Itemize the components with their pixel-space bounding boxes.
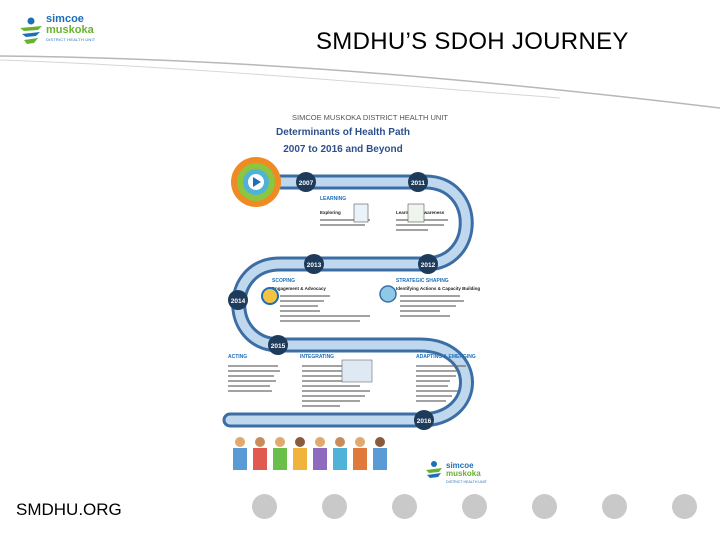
svg-text:2013: 2013 [307, 262, 322, 269]
stage-heading: Exploring [320, 210, 341, 215]
year-marker: 2011 [408, 172, 428, 192]
infographic-org: SIMCOE MUSKOKA DISTRICT HEALTH UNIT [292, 113, 448, 122]
stage-label: LEARNING [320, 196, 346, 202]
stage-label: INTEGRATING [300, 354, 334, 360]
footer-url: SMDHU.ORG [16, 500, 122, 519]
year-marker: 2007 [296, 172, 316, 192]
bottom-logo-muskoka: muskoka [446, 469, 481, 478]
wheel-diagram [379, 285, 397, 303]
year-marker: 2012 [418, 254, 438, 274]
bottom-logo-simcoe: simcoe [446, 461, 474, 470]
inset-image [353, 203, 369, 223]
determinants-path-infographic: SIMCOE MUSKOKA DISTRICT HEALTH UNIT Dete… [220, 108, 510, 490]
decorative-dot [532, 494, 557, 519]
decorative-dot [462, 494, 487, 519]
svg-text:2015: 2015 [271, 343, 286, 350]
decorative-dot [602, 494, 627, 519]
year-marker: 2016 [414, 410, 434, 430]
year-marker: 2015 [268, 335, 288, 355]
slide-title: SMDHU’S SDOH JOURNEY [316, 28, 629, 55]
svg-text:2016: 2016 [417, 418, 432, 425]
year-marker: 2014 [228, 290, 248, 310]
stage-heading: Engagement & Advocacy [272, 286, 326, 291]
stage-heading: Identifying Actions & Capacity Building [396, 286, 480, 291]
decorative-dot [252, 494, 277, 519]
year-marker: 2013 [304, 254, 324, 274]
smdhu-logo: simcoe muskoka DISTRICT HEALTH UNIT [18, 14, 108, 48]
inset-image [407, 203, 425, 223]
decorative-dot [672, 494, 697, 519]
stage-label: STRATEGIC SHAPING [396, 278, 449, 284]
logo-figure-icon [20, 17, 42, 44]
decorative-dots [252, 494, 712, 522]
stage-label: SCOPING [272, 278, 295, 284]
header-divider [0, 55, 720, 109]
bottom-logo-tag: DISTRICT HEALTH UNIT [446, 480, 488, 484]
decorative-dot [322, 494, 347, 519]
play-icon [253, 177, 261, 187]
bottom-logo: simcoe muskoka DISTRICT HEALTH UNIT [426, 461, 488, 484]
stage-label: ACTING [228, 354, 247, 360]
svg-text:2007: 2007 [299, 180, 314, 187]
wheel-diagram [261, 287, 279, 305]
stage-label: ADAPTING & EMERGING [416, 354, 476, 360]
svg-text:2014: 2014 [231, 298, 246, 305]
logo-simcoe: simcoe [46, 13, 84, 25]
infographic-title-2: 2007 to 2016 and Beyond [283, 144, 403, 155]
logo-muskoka: muskoka [46, 24, 94, 36]
inset-image [341, 359, 373, 383]
infographic-title-1: Determinants of Health Path [276, 127, 410, 138]
svg-text:2012: 2012 [421, 262, 436, 269]
decorative-dot [392, 494, 417, 519]
logo-tagline: DISTRICT HEALTH UNIT [46, 37, 96, 42]
svg-text:2011: 2011 [411, 180, 425, 187]
people-icon [233, 437, 387, 470]
